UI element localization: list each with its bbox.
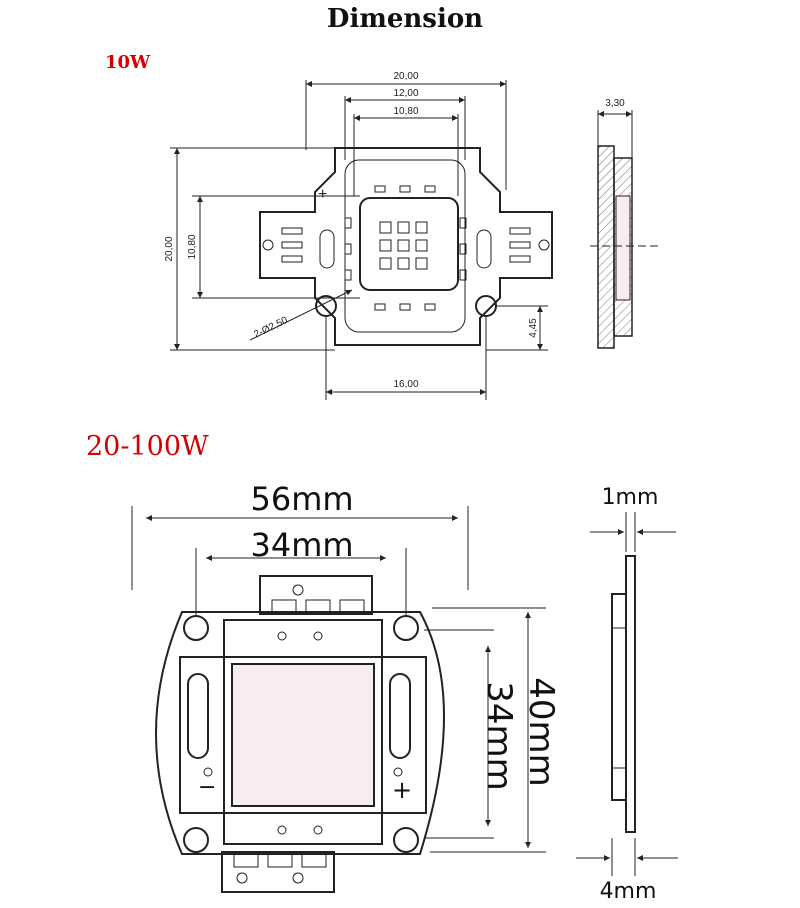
section-10w-label: 10W [105, 52, 151, 73]
side-board-100w [625, 555, 636, 833]
chip-10w-top-view: + 20,00 12,00 10,80 20,00 10,80 2-Ø2,50 … [164, 71, 553, 400]
board-outline-10w [259, 147, 553, 346]
led-die-100w [231, 663, 375, 807]
dim-lines-10w [170, 80, 548, 400]
side-pad-right [476, 229, 492, 269]
dim-width-inner-100w: 34mm [250, 526, 353, 564]
dim-hole-dia-10w: 2-Ø2,50 [252, 315, 290, 341]
minus-mark-100w: − [198, 775, 216, 800]
dim-lines-100w [131, 506, 546, 853]
dim-total-thickness-100w: 4mm [600, 879, 657, 904]
dim-height-outer-100w: 40mm [521, 677, 561, 787]
tab-hole-left [262, 239, 274, 251]
dim-width-mid-10w: 12,00 [393, 88, 418, 99]
tab-leads-right [509, 227, 531, 263]
side-pad-left [319, 229, 335, 269]
mount-hole-bl [183, 827, 209, 853]
solder-pads [344, 185, 467, 311]
slot-right [389, 673, 411, 759]
section-20-100w-label: 20-100W [86, 431, 209, 462]
side-lens-10w [615, 195, 631, 301]
side-body-100w [611, 593, 627, 801]
dim-height-inner-10w: 10,80 [187, 234, 198, 259]
page-title: Dimension [327, 4, 483, 34]
outer-frame-100w [179, 656, 427, 814]
dim-hole-spacing-10w: 16,00 [393, 379, 418, 390]
plus-mark-10w: + [318, 186, 327, 203]
mount-hole-tl [183, 615, 209, 641]
dim-board-thickness-100w: 1mm [602, 485, 659, 510]
chip-10w-side-view: 3,30 [590, 98, 662, 349]
dim-height-inner-100w: 34mm [479, 681, 519, 791]
side-base-10w [597, 145, 615, 349]
slot-left [187, 673, 209, 759]
board-outline-100w [155, 611, 445, 855]
inner-frame-100w [223, 619, 383, 845]
dim-width-outer-100w: 56mm [250, 480, 353, 518]
side-lens-100w [611, 627, 627, 769]
chip-100w-side-view: 1mm 4mm [576, 485, 678, 904]
dim-thickness-10w: 3,30 [605, 98, 625, 109]
dim-width-outer-10w: 20,00 [393, 71, 418, 82]
dim-width-inner-10w: 10,80 [393, 106, 418, 117]
tab-leads-left [281, 227, 303, 263]
dim-hole-offset-10w: 4,45 [528, 318, 539, 338]
mount-hole-tr [393, 615, 419, 641]
dim-height-outer-10w: 20,00 [164, 236, 175, 261]
chip-100w-top-view: − + 56mm 34mm 40mm 34mm [131, 480, 561, 893]
led-chip-grid [379, 221, 428, 270]
dim-lines-side-100w [576, 512, 678, 876]
mount-hole-br [393, 827, 419, 853]
plus-mark-100w: + [392, 776, 412, 804]
bottom-tab-100w [221, 851, 335, 893]
led-die-10w [359, 197, 459, 291]
top-tab-100w [259, 575, 373, 615]
tab-hole-right [538, 239, 550, 251]
